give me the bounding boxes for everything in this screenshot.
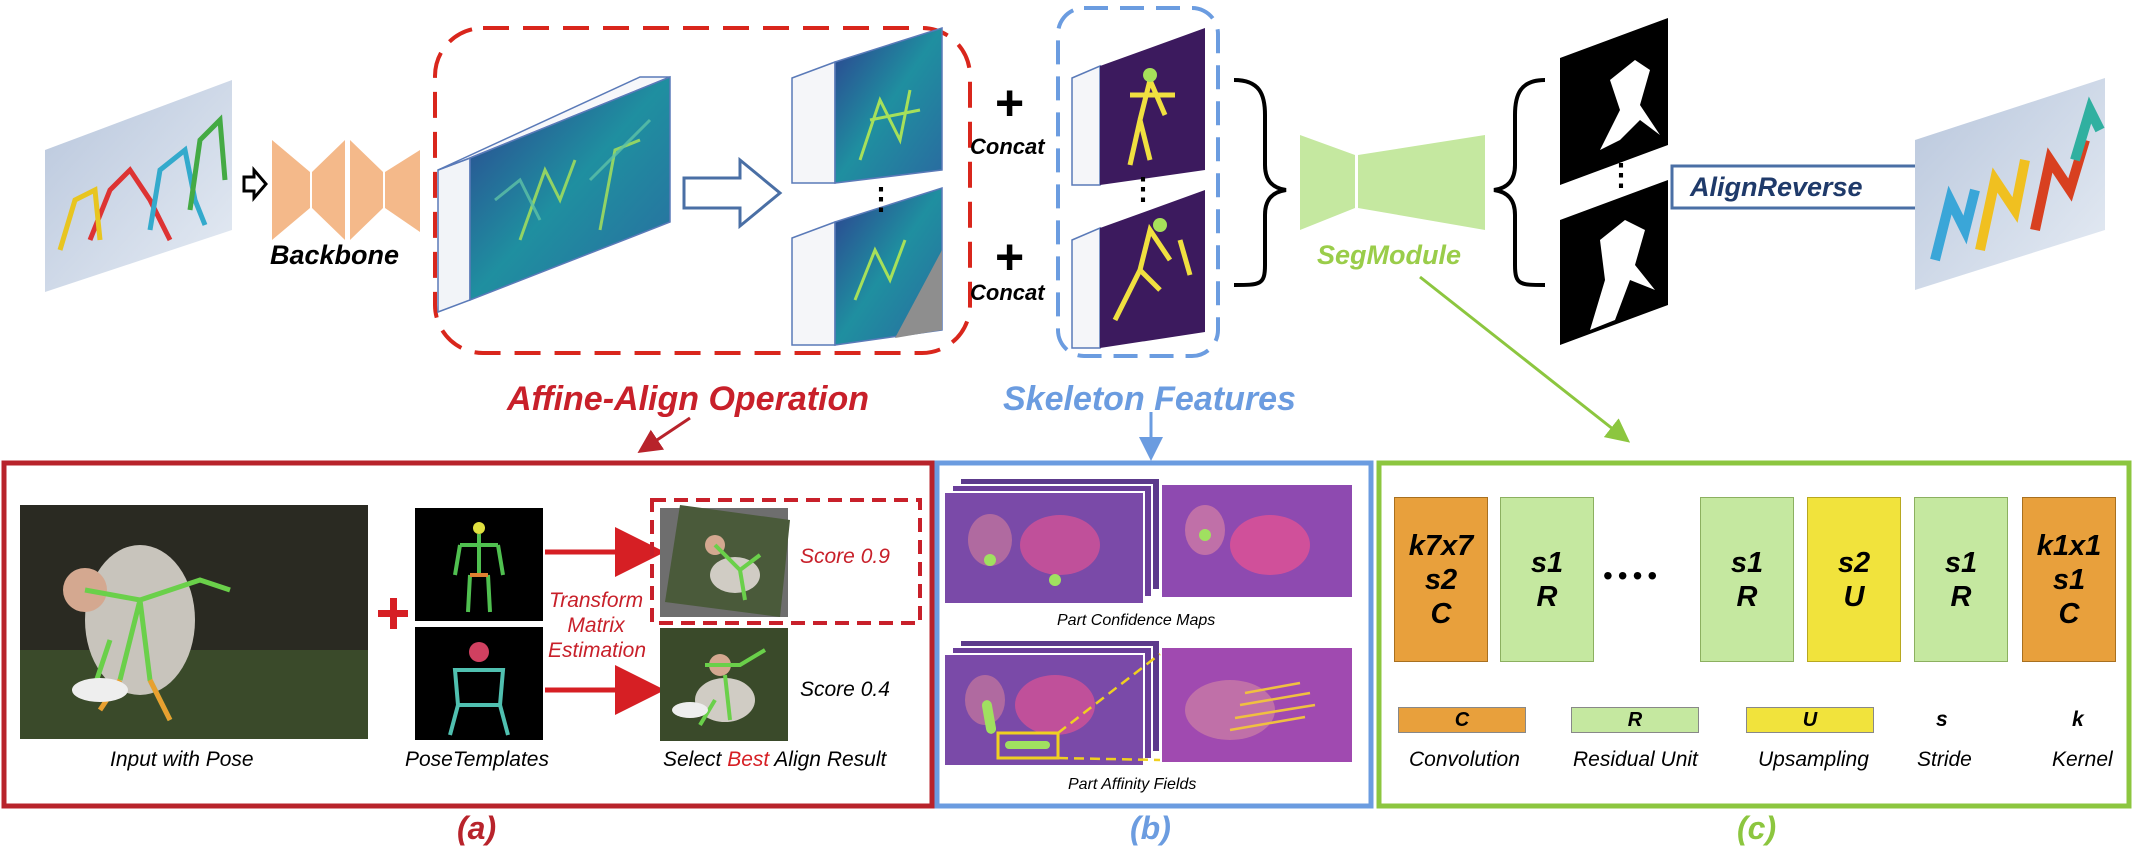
panel-c-caption: (c) <box>1737 810 1777 846</box>
skeleton-map-bottom <box>1071 190 1205 349</box>
pose-template-2 <box>415 627 543 740</box>
block-conv-first-line1: k7x7 <box>1408 529 1474 562</box>
legend-swatch-upsampling: U <box>1746 707 1874 733</box>
pose-templates-label: PoseTemplates <box>405 748 549 771</box>
ellipsis-masks: ⋮ <box>1606 159 1636 192</box>
transform-line-1: Transform <box>548 589 644 612</box>
block-conv-last-line2: s1 <box>2052 563 2086 596</box>
block-conv-last-line3: C <box>2058 597 2080 630</box>
block-conv-first-line2: s2 <box>1424 563 1458 596</box>
select-pre: Select <box>663 748 728 771</box>
affine-align-box <box>433 26 972 355</box>
legend-swatch-convolution: C <box>1398 707 1526 733</box>
best-result-box <box>650 498 922 625</box>
block-residual-2: s1 R <box>1700 497 1794 662</box>
select-result-label: Select Best Align Result <box>663 748 886 772</box>
input-arrow <box>242 165 268 203</box>
skeleton-map-top <box>1071 28 1205 186</box>
block-conv-last-line1: k1x1 <box>2036 529 2102 562</box>
transform-label: Transform Matrix Estimation <box>548 588 647 663</box>
skeleton-features-box <box>1056 6 1220 358</box>
concat-label-1: Concat <box>970 134 1045 159</box>
input-pose-image <box>20 505 368 739</box>
segmodule-label: SegModule <box>1317 240 1462 270</box>
block-residual-1: s1 R <box>1500 497 1594 662</box>
feature-map <box>437 75 671 314</box>
input-with-pose-label: Input with Pose <box>110 748 254 771</box>
block-upsampling: s2 U <box>1807 497 1901 662</box>
panel-b-caption: (b) <box>1130 810 1171 846</box>
panel-b-box <box>934 460 1374 809</box>
select-post: Align Result <box>769 748 887 771</box>
output-image <box>1915 78 2105 290</box>
panel-a-plus <box>378 598 408 629</box>
block-ellipsis: •••• <box>1603 560 1663 591</box>
legend-text-residual: Residual Unit <box>1573 748 1698 771</box>
block-conv-first-line3: C <box>1430 597 1452 630</box>
affinity-field-stack <box>943 639 1161 767</box>
affinity-zoom-line-2 <box>1057 756 1161 762</box>
block-residual-3: s1 R <box>1914 497 2008 662</box>
legend-symbol-stride: s <box>1936 708 1948 731</box>
transform-line-2: Matrix <box>567 614 625 637</box>
segmodule-callout-arrow <box>1419 275 1631 443</box>
concat-label-2: Concat <box>970 280 1045 305</box>
affinity-zoom-line-1 <box>1057 653 1161 734</box>
panel-a-box <box>1 460 935 809</box>
ellipsis-aligned: ⋮ <box>866 183 896 216</box>
legend-text-kernel: Kernel <box>2052 748 2113 771</box>
panel-c-box <box>1376 460 2132 809</box>
aligned-feature-bottom <box>791 186 943 346</box>
ellipsis-skeleton: ⋮ <box>1128 173 1158 206</box>
block-residual-3-line2: R <box>1950 580 1972 613</box>
block-residual-2-line1: s1 <box>1730 546 1764 579</box>
input-image <box>45 80 232 292</box>
aligned-feature-top <box>791 26 943 184</box>
backbone-shape <box>272 140 420 240</box>
confidence-map-detail <box>1162 485 1352 597</box>
block-residual-1-line2: R <box>1536 580 1558 613</box>
score-other: Score 0.4 <box>800 678 890 701</box>
backbone-label: Backbone <box>270 240 400 270</box>
block-upsampling-line1: s2 <box>1837 546 1871 579</box>
plus-sign-1: + <box>995 75 1025 131</box>
legend-symbol-kernel: k <box>2072 708 2084 731</box>
plus-sign-2: + <box>995 229 1025 285</box>
transform-line-3: Estimation <box>548 639 647 662</box>
block-conv-last: k1x1 s1 C <box>2022 497 2116 662</box>
block-residual-3-line1: s1 <box>1944 546 1978 579</box>
panel-a-caption: (a) <box>457 810 497 846</box>
legend-text-upsampling: Upsampling <box>1758 748 1869 771</box>
legend-text-stride: Stride <box>1917 748 1972 771</box>
legend-swatch-residual: R <box>1571 707 1699 733</box>
confidence-maps-label: Part Confidence Maps <box>1057 612 1216 629</box>
pose-template-1 <box>415 508 543 621</box>
block-residual-2-line2: R <box>1736 580 1758 613</box>
aligned-result-2 <box>660 628 788 741</box>
affinity-field-detail <box>1162 648 1352 762</box>
segmodule-shape <box>1300 135 1485 230</box>
affine-align-title: Affine-Align Operation <box>507 380 870 418</box>
split-brace <box>1493 78 1546 287</box>
mask-top <box>1560 18 1668 185</box>
aligned-result-1 <box>660 505 790 617</box>
align-arrow <box>682 156 783 230</box>
affine-callout-arrow <box>637 416 691 453</box>
select-best: Best <box>727 748 770 771</box>
alignreverse-label: AlignReverse <box>1690 172 1863 202</box>
block-residual-1-line1: s1 <box>1530 546 1564 579</box>
merge-brace <box>1233 78 1287 287</box>
confidence-map-stack <box>943 477 1161 605</box>
block-upsampling-line2: U <box>1843 580 1865 613</box>
block-conv-first: k7x7 s2 C <box>1394 497 1488 662</box>
mask-bottom <box>1560 180 1668 345</box>
skeleton-features-title: Skeleton Features <box>1003 380 1296 418</box>
score-best: Score 0.9 <box>800 545 890 568</box>
affinity-fields-label: Part Affinity Fields <box>1068 776 1197 793</box>
legend-text-convolution: Convolution <box>1409 748 1520 771</box>
